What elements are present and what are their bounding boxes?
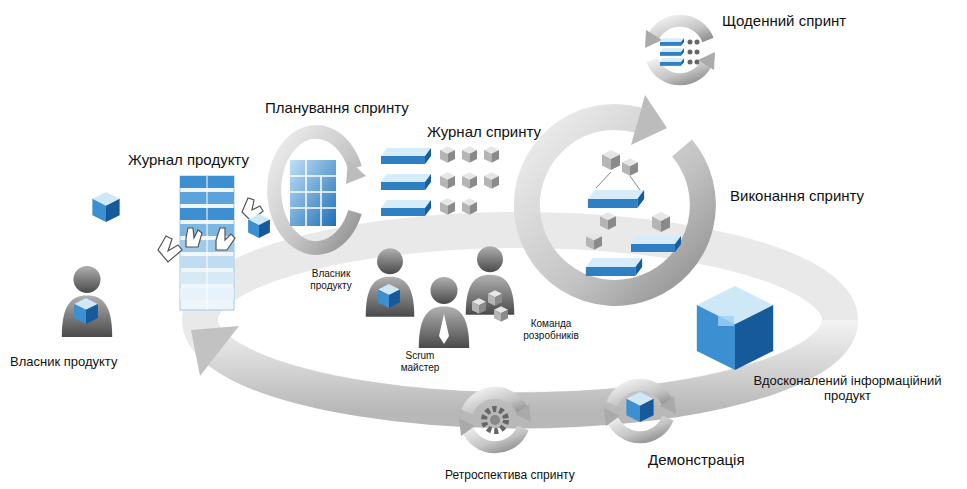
cycle-track-back [200, 230, 840, 410]
label: Планування спринту [265, 99, 409, 116]
sprint-planning-ring [274, 132, 366, 248]
label: Власник продукту [300, 268, 362, 291]
retrospective-ring [459, 393, 531, 447]
team-figure [466, 246, 515, 314]
owner-small-cube [378, 284, 400, 308]
demo-ring [604, 385, 676, 437]
label: Вдосконалений інформаційний продукт [735, 374, 960, 404]
team-cube [488, 290, 502, 305]
execution-arrowhead [631, 95, 667, 145]
cycle-arrowhead [191, 326, 239, 376]
label: Журнал продукту [128, 151, 249, 168]
increment-cube [697, 286, 773, 370]
hands [158, 198, 263, 262]
daily-sprint-ring [645, 21, 715, 79]
product-backlog-stack [180, 176, 234, 310]
sprint-backlog [381, 146, 499, 216]
label: Scrum майстер [390, 350, 450, 373]
label: Власник продукту [10, 355, 117, 370]
product-owner-figure [62, 266, 112, 337]
label: Ретроспектива спринту [445, 469, 575, 483]
floating-cube [92, 192, 119, 222]
execution-ring [527, 117, 703, 293]
scrum-master-figure [419, 277, 469, 348]
product-owner-small-figure [366, 248, 415, 316]
team-cube [494, 306, 508, 321]
execution-tasks [586, 150, 681, 276]
label: Щоденний спринт [722, 12, 846, 29]
label: Виконання спринту [730, 187, 864, 204]
owner-cube [74, 298, 98, 324]
label: Демонстрація [648, 451, 745, 468]
label: Команда розробників [515, 318, 587, 341]
team-cube [472, 298, 486, 313]
label: Журнал спринту [427, 123, 541, 140]
tie [439, 314, 449, 344]
backlog-item-cube [248, 214, 270, 238]
